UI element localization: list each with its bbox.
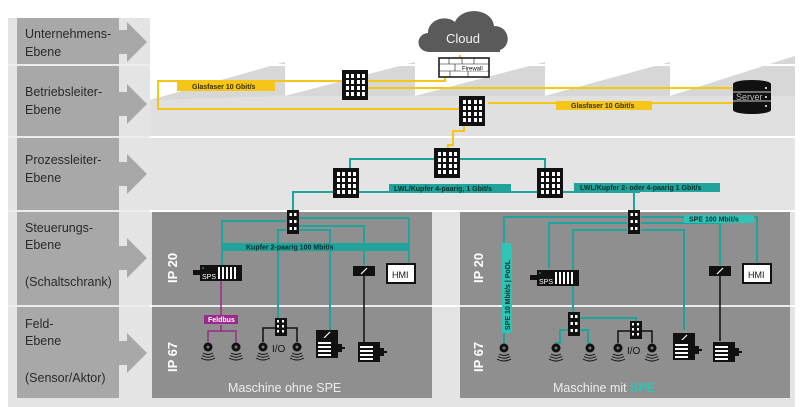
plc-label: SPS (539, 279, 553, 286)
level-label-enterprise: Unternehmens- Ebene (25, 27, 111, 59)
hmi-right: HMI (742, 263, 772, 284)
switch-icon (568, 312, 580, 336)
io-module-right: I/O (617, 321, 653, 357)
link-label-bg (684, 215, 754, 223)
machine-caption: Maschine mit SPE (553, 381, 655, 395)
switch-icon (537, 168, 563, 198)
level-label-line: Ebene (25, 238, 61, 252)
link-label-bg (574, 183, 720, 192)
level-label-line: (Schaltschrank) (25, 275, 112, 289)
link-label-bg (389, 184, 511, 193)
machine-caption: Maschine ohne SPE (228, 381, 341, 395)
lwl-label-left: LWL/Kupfer 4-paarig, 1 Gbit/s (394, 186, 492, 193)
machine-caption-highlight: SPE (630, 381, 655, 395)
link-label-bg (502, 243, 512, 333)
level-label-column (17, 18, 119, 398)
level-arrows (119, 22, 147, 373)
feldbus-label: Feldbus (208, 317, 235, 324)
level-label-line: Ebene (25, 103, 61, 117)
kupfer-label: Kupfer 2-paarig 100 Mbit/s (246, 245, 334, 252)
switch-icon (459, 96, 485, 126)
drive-left (352, 265, 376, 277)
switch-icon (628, 210, 640, 234)
level-label-line: Ebene (25, 171, 61, 185)
server-label: Server (736, 92, 763, 102)
level-label-line: Prozessleiter- (25, 153, 101, 167)
level-label-line: (Sensor/Aktor) (25, 371, 106, 385)
plc-left: SPS (193, 265, 242, 281)
cloud-label: Cloud (446, 31, 480, 46)
ip-rating-label: IP 67 (471, 342, 486, 372)
io-label: I/O (272, 344, 286, 355)
ip-rating-label: IP 20 (165, 253, 180, 283)
spe100-label: SPE 100 Mbit/s (689, 217, 739, 224)
factory-roof-shape (150, 56, 795, 100)
level-label-line: Feld- (25, 317, 53, 331)
plc-right: SPS (530, 270, 579, 286)
level-label-line: Ebene (25, 334, 61, 348)
ip-rating-label: IP 20 (471, 253, 486, 283)
server-icon: Server (733, 80, 771, 114)
ip-rating-label: IP 67 (165, 342, 180, 372)
arrow-icon (119, 333, 147, 373)
hmi-left: HMI (386, 263, 416, 284)
firewall-icon: Firewall (438, 57, 490, 78)
level-label-field: Feld- Ebene (Sensor/Aktor) (25, 317, 106, 385)
plc-label: SPS (202, 274, 216, 281)
level-label-process: Prozessleiter- Ebene (25, 153, 101, 185)
arrow-icon (119, 84, 147, 124)
level-label-line: Betriebsleiter- (25, 85, 102, 99)
switch-icon (333, 168, 359, 198)
drive-right (708, 265, 732, 277)
level-label-line: Steuerungs- (25, 221, 93, 235)
io-module-left: I/O (262, 318, 298, 355)
link-label-bg (222, 243, 409, 251)
glasfaser-label-left: Glasfaser 10 Gbit/s (192, 84, 256, 91)
arrow-icon (119, 238, 147, 278)
level-label-operations: Betriebsleiter- Ebene (25, 85, 102, 117)
link-label-bg (556, 101, 652, 110)
level-label-line: Ebene (25, 45, 61, 59)
feldbus-link (207, 281, 237, 342)
lwl-label-right: LWL/Kupfer 2- oder 4-paarig 1 Gbit/s (580, 185, 701, 192)
switch-icon (287, 210, 299, 234)
level-label-control: Steuerungs- Ebene (Schaltschrank) (25, 221, 112, 289)
hmi-label: HMI (392, 270, 409, 280)
cloud-icon: Cloud (418, 11, 508, 53)
machine-caption-prefix: Maschine mit (553, 381, 630, 395)
link-label-bg (204, 315, 238, 324)
io-label: I/O (627, 346, 641, 357)
link-label-bg (177, 82, 275, 91)
arrow-icon (119, 154, 147, 194)
hmi-label: HMI (748, 270, 765, 280)
switch-icon (434, 148, 460, 178)
spe10-label: SPE 10 Mbit/s | PoDL (505, 259, 512, 330)
arrow-icon (119, 22, 147, 62)
firewall-label: Firewall (462, 67, 483, 73)
level-label-line: Unternehmens- (25, 27, 111, 41)
switch-icon (342, 70, 368, 100)
glasfaser-label-right: Glasfaser 10 Gbit/s (571, 103, 635, 110)
